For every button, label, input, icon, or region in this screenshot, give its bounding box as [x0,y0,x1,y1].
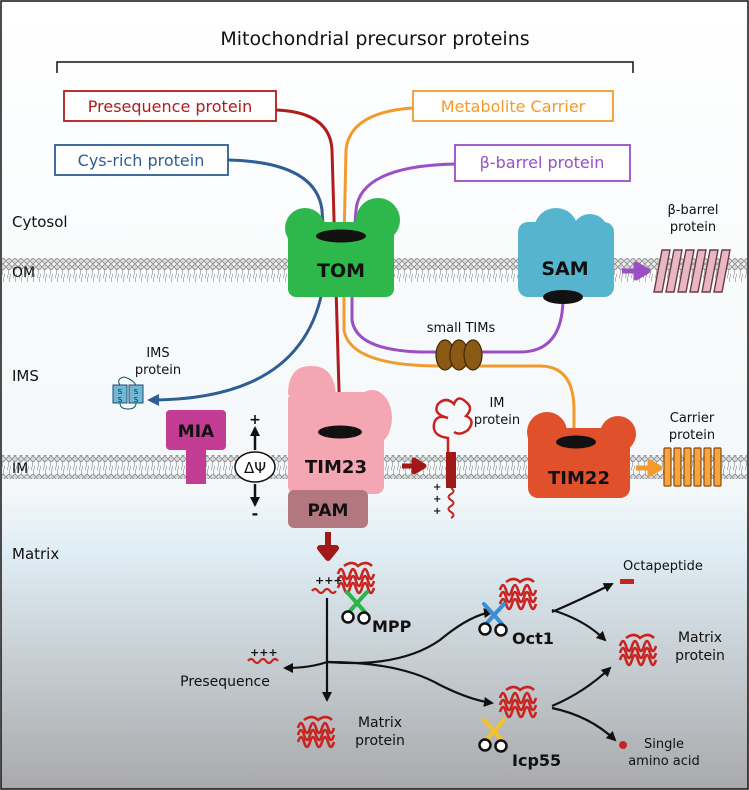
beta-barrel-path-top [352,162,456,241]
carrier-label-box: Metabolite Carrier [412,90,614,122]
cytosol-label: Cytosol [12,213,68,231]
pam-complex: PAM [288,490,368,528]
mia-label: MIA [178,422,215,442]
main-title: Mitochondrial precursor proteins [220,28,529,50]
im-label: IM [12,461,28,477]
carrier-membrane-protein [663,447,722,487]
arrow-to-icp55 [326,660,494,707]
im-protein-label-1: IM [489,396,504,411]
tom-complex: TOM [285,198,400,297]
svg-text:+: + [433,494,441,505]
pam-label: PAM [308,501,349,521]
small-tims [435,339,483,371]
import-arrow-matrix [317,532,339,561]
tom-label: TOM [317,260,365,282]
carrier-label: Metabolite Carrier [441,97,586,116]
icp55-label: Icp55 [512,751,561,770]
ims-protein-label-1: IMS [146,346,169,361]
tim22-output-arrow [636,459,663,477]
matrix-label: Matrix [12,545,59,563]
svg-text:-: - [252,504,259,523]
arrow-to-presequence [283,660,328,673]
delta-psi-label: ΔΨ [244,459,266,477]
mpp-label: MPP [372,617,412,636]
svg-text:S: S [118,388,123,396]
sam-label: SAM [541,258,588,280]
matrix-protein-left-label-2: protein [355,733,405,749]
amino-acid-label-1: Single [644,737,684,752]
membrane-potential: ΔΨ + - [234,412,276,523]
im-protein-icon [432,397,473,519]
precursor-in-matrix: +++ [311,561,376,595]
tim22-label: TIM22 [548,468,610,489]
matrix-protein-left-label-1: Matrix [358,715,402,731]
amino-acid-icon [619,741,627,749]
svg-text:+: + [249,412,261,428]
amino-acid-label-2: amino acid [628,754,700,769]
ims-protein-icon: S S S S [112,376,144,410]
svg-text:S: S [134,388,139,396]
cys-rich-label: Cys-rich protein [78,151,205,170]
om-label: OM [12,265,35,281]
tim23-lateral-arrow [402,457,427,475]
carrier-product-label-1: Carrier [670,411,715,426]
im-protein-label-2: protein [474,413,520,428]
tim22-complex: TIM22 [527,412,636,498]
svg-text:+++: +++ [250,646,278,659]
presequence-product-label: Presequence [180,674,270,690]
presequence-path [275,108,342,426]
svg-text:+: + [433,482,441,493]
ims-label: IMS [12,367,39,385]
svg-text:S: S [118,396,123,404]
tim23-label: TIM23 [305,457,367,478]
matrix-protein-right-label-2: protein [675,648,725,664]
presequence-label: Presequence protein [88,97,253,116]
beta-barrel-path-ims [350,290,565,354]
carrier-path-top [342,106,414,241]
small-tims-label: small TIMs [427,321,496,336]
tim23-complex: TIM23 [288,365,392,494]
octapeptide-label: Octapeptide [623,559,703,574]
svg-text:+++: +++ [315,574,343,587]
beta-barrel-membrane-protein [653,249,731,293]
cys-rich-path-top [227,158,326,241]
cleaved-presequence: +++ [247,646,279,665]
presequence-label-box: Presequence protein [63,90,277,122]
cys-rich-path-ims [147,291,324,406]
arrow-to-amino-acid [551,706,617,742]
cys-rich-label-box: Cys-rich protein [54,144,229,176]
title-bracket [56,61,634,73]
oct1-to-matrix-protein-arrow [551,608,607,642]
sam-complex: SAM [518,208,614,304]
svg-text:+: + [433,506,441,517]
beta-barrel-label: β-barrel protein [480,153,605,172]
sam-output-arrow [622,261,651,281]
beta-barrel-product-label-2: protein [670,220,716,235]
octapeptide-icon [620,579,634,584]
carrier-product-label-2: protein [669,428,715,443]
ims-protein-label-2: protein [135,363,181,378]
matrix-protein-right-label-1: Matrix [678,630,722,646]
beta-barrel-label-box: β-barrel protein [454,144,631,182]
mia-complex: MIA [166,410,226,484]
oct1-label: Oct1 [512,629,554,648]
icp55-to-matrix-protein-arrow [551,666,612,708]
beta-barrel-product-label-1: β-barrel [668,203,719,218]
svg-text:S: S [134,396,139,404]
arrow-to-octapeptide [551,583,614,614]
